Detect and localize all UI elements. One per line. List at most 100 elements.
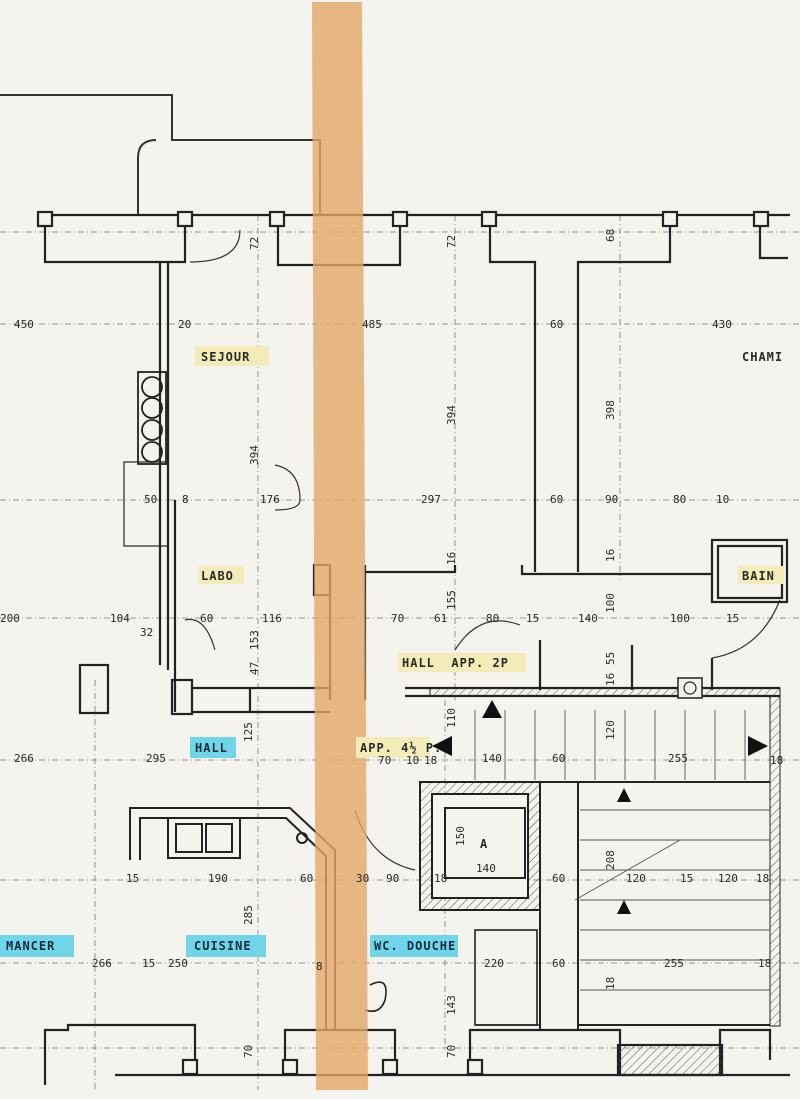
dimension-label: 125 <box>242 722 255 742</box>
dimension-label: 140 <box>578 612 598 625</box>
dimension-label: 220 <box>484 957 504 970</box>
dimension-label: 68 <box>604 229 617 242</box>
dimension-label: 100 <box>670 612 690 625</box>
dimension-label: 394 <box>445 405 458 425</box>
dimension-label: 15 <box>142 957 155 970</box>
lift-shaft <box>419 781 770 1031</box>
dimension-label: 18 <box>758 957 771 970</box>
arrow-left-icon <box>432 736 452 756</box>
room-label-chambre: CHAMI <box>742 350 783 364</box>
dimension-label: 285 <box>242 905 255 925</box>
stair-arrow-icon <box>617 900 631 914</box>
dimension-label: 15 <box>526 612 539 625</box>
dimension-label: 200 <box>0 612 20 625</box>
dimension-label: 55 <box>604 652 617 665</box>
dimension-label: 104 <box>110 612 130 625</box>
masking-tape <box>312 2 368 1090</box>
dimension-label: 297 <box>421 493 441 506</box>
dimension-label: 80 <box>673 493 686 506</box>
dimension-label: 150 <box>454 826 467 846</box>
dimension-label: 30 <box>356 872 369 885</box>
dimension-label: 10 <box>406 754 419 767</box>
room-labels: SEJOUR CHAMI LABO BAIN HALL APP. 2P HALL… <box>6 350 783 953</box>
dimension-label: 143 <box>445 995 458 1015</box>
dimension-label: 61 <box>434 612 447 625</box>
room-label-hall-app: HALL APP. 2P <box>402 656 509 670</box>
dimension-label: 72 <box>248 237 261 250</box>
dimension-label: 60 <box>300 872 313 885</box>
dimension-label: 10 <box>716 493 729 506</box>
dimension-label: 120 <box>626 872 646 885</box>
dimension-label: 266 <box>92 957 112 970</box>
room-label-bain: BAIN <box>742 569 775 583</box>
arrow-right-icon <box>748 736 768 756</box>
room-label-manger: MANCER <box>6 939 55 953</box>
dimension-label: 16 <box>604 673 617 686</box>
dimension-label: 70 <box>378 754 391 767</box>
landing-hatch <box>429 687 781 1027</box>
dimension-label: 80 <box>486 612 499 625</box>
dimension-label: 116 <box>262 612 282 625</box>
stair-arrow-icon <box>617 788 631 802</box>
dimension-label: 47 <box>248 662 261 675</box>
dimension-label: 255 <box>668 752 688 765</box>
dimension-label: 120 <box>718 872 738 885</box>
dimension-label: 15 <box>680 872 693 885</box>
dimension-label: 15 <box>726 612 739 625</box>
dimension-label: 430 <box>712 318 732 331</box>
dimension-label: 18 <box>770 754 783 767</box>
dimension-label: 155 <box>445 590 458 610</box>
dimension-label: 70 <box>445 1045 458 1058</box>
dimension-label: 60 <box>550 318 563 331</box>
dimension-label: 450 <box>14 318 34 331</box>
dimension-label: 18 <box>424 754 437 767</box>
door-swings <box>184 229 781 871</box>
room-label-cuisine: CUISINE <box>194 939 252 953</box>
dimension-label: 50 <box>144 493 157 506</box>
dimension-label: 60 <box>552 957 565 970</box>
dimension-label: 60 <box>200 612 213 625</box>
radiator-circles <box>123 371 169 547</box>
dimension-label: 100 <box>604 593 617 613</box>
label-highlights <box>0 346 784 957</box>
dimension-label: 140 <box>482 752 502 765</box>
room-label-wc-douche: WC. DOUCHE <box>374 939 456 953</box>
dimension-label: 153 <box>248 630 261 650</box>
dimension-label: 72 <box>445 235 458 248</box>
room-label-sejour: SEJOUR <box>201 350 250 364</box>
dimension-label: 485 <box>362 318 382 331</box>
dimension-labels: 450 20 485 60 430 72 72 68 394 394 398 5… <box>0 229 783 1058</box>
dimension-label: 250 <box>168 957 188 970</box>
dimension-label: 255 <box>664 957 684 970</box>
dimension-label: 208 <box>604 850 617 870</box>
dimension-label: 32 <box>140 626 153 639</box>
dimension-label: 18 <box>434 872 447 885</box>
dimension-label: 18 <box>756 872 769 885</box>
dimension-label: 70 <box>242 1045 255 1058</box>
dimension-label: 295 <box>146 752 166 765</box>
arrow-up-icon <box>482 700 502 718</box>
dimension-label: 70 <box>391 612 404 625</box>
dimension-label: 90 <box>605 493 618 506</box>
dimension-label: 15 <box>126 872 139 885</box>
fuse-box <box>677 677 703 699</box>
dimension-label: 398 <box>604 400 617 420</box>
dimension-label: 60 <box>552 752 565 765</box>
room-label-app4: APP. 4½ P. <box>360 741 442 755</box>
dimension-label: 176 <box>260 493 280 506</box>
dimension-label: 190 <box>208 872 228 885</box>
dimension-label: 60 <box>552 872 565 885</box>
dimension-label: 110 <box>445 708 458 728</box>
dimension-label: 18 <box>604 977 617 990</box>
circulation-arrows <box>432 700 768 914</box>
dimension-label: 394 <box>248 445 261 465</box>
room-label-labo: LABO <box>201 569 234 583</box>
stair-lines <box>474 710 770 991</box>
dimension-label: 140 <box>476 862 496 875</box>
dimension-label: 20 <box>178 318 191 331</box>
lift-label: A <box>480 837 488 851</box>
wc-shower <box>364 929 540 1026</box>
dimension-label: 266 <box>14 752 34 765</box>
